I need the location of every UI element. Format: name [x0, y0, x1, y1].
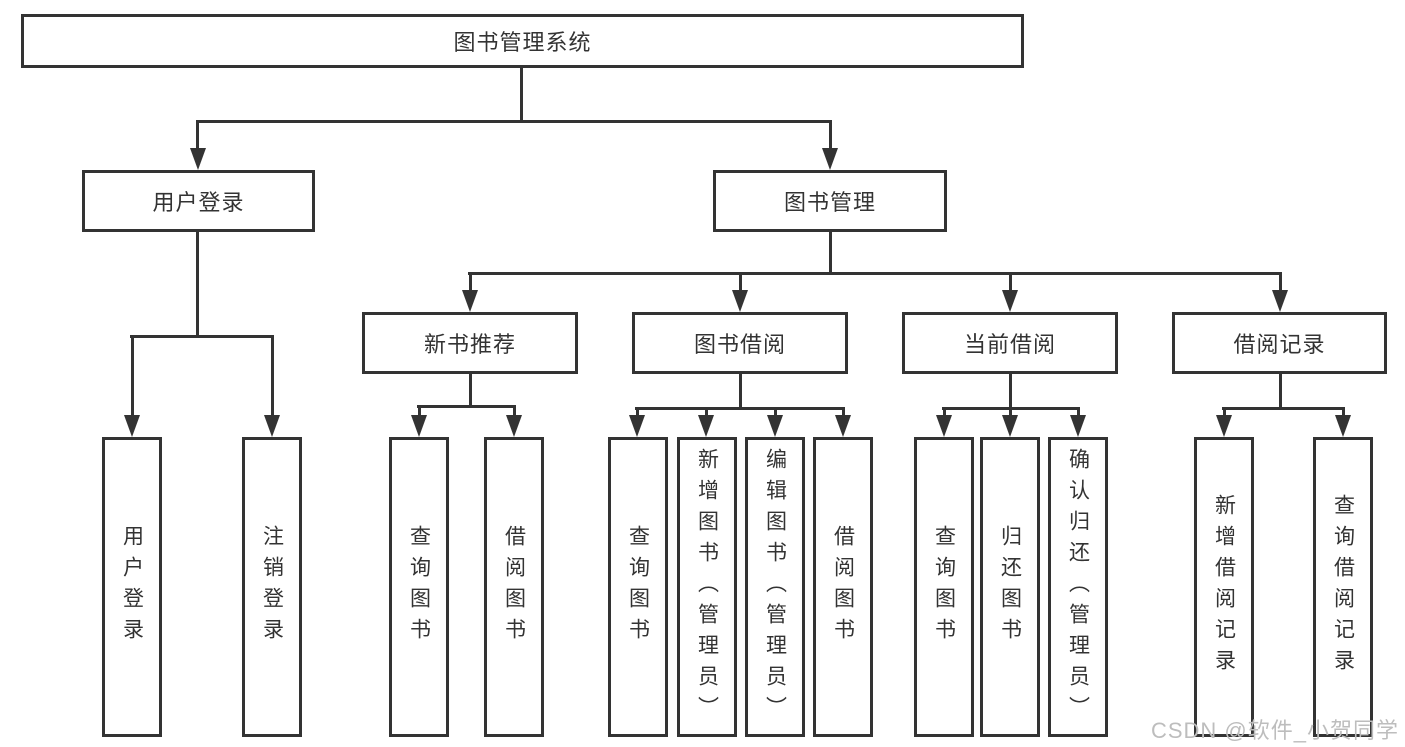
connector-vline: [1342, 407, 1345, 417]
connector-vline: [943, 407, 946, 417]
arrowhead-down-icon: [462, 290, 478, 312]
connector-vline: [1279, 374, 1282, 407]
arrowhead-down-icon: [767, 415, 783, 437]
leaf-recommend-borrow-book-label: 借阅图书: [502, 525, 526, 649]
leaf-current-query-book: 查询图书: [914, 437, 974, 737]
node-book-borrow-label: 图书借阅: [693, 332, 786, 357]
arrowhead-down-icon: [1335, 415, 1351, 437]
connector-vline: [1223, 407, 1226, 417]
arrowhead-down-icon: [411, 415, 427, 437]
connector-vline: [1009, 272, 1012, 292]
connector-vline: [513, 405, 516, 417]
connector-hline: [196, 120, 832, 123]
node-book-management: 图书管理: [713, 170, 947, 232]
leaf-add-book-admin: 新增图书（管理员）: [677, 437, 737, 737]
arrowhead-down-icon: [732, 290, 748, 312]
connector-vline: [469, 272, 472, 292]
leaf-query-borrow-record: 查询借阅记录: [1313, 437, 1373, 737]
node-new-book-recommend: 新书推荐: [362, 312, 578, 374]
connector-vline: [636, 407, 639, 417]
connector-vline: [842, 407, 845, 417]
arrowhead-down-icon: [698, 415, 714, 437]
connector-vline: [1009, 407, 1012, 417]
node-new-book-recommend-label: 新书推荐: [423, 332, 516, 357]
leaf-user-login: 用户登录: [102, 437, 162, 737]
leaf-return-book: 归还图书: [980, 437, 1040, 737]
leaf-edit-book-admin: 编辑图书（管理员）: [745, 437, 805, 737]
connector-vline: [774, 407, 777, 417]
leaf-user-login-label: 用户登录: [120, 525, 144, 649]
connector-vline: [829, 232, 832, 272]
leaf-borrow-book-label: 借阅图书: [831, 525, 855, 649]
node-user-login-label: 用户登录: [152, 190, 245, 215]
connector-hline: [468, 272, 1282, 275]
arrowhead-down-icon: [629, 415, 645, 437]
arrowhead-down-icon: [936, 415, 952, 437]
connector-vline: [418, 405, 421, 417]
connector-hline: [635, 407, 845, 410]
leaf-current-query-book-label: 查询图书: [932, 525, 956, 649]
arrowhead-down-icon: [506, 415, 522, 437]
connector-vline: [196, 120, 199, 152]
arrowhead-down-icon: [124, 415, 140, 437]
node-root: 图书管理系统: [21, 14, 1024, 68]
leaf-borrow-book: 借阅图书: [813, 437, 873, 737]
connector-vline: [739, 272, 742, 292]
arrowhead-down-icon: [835, 415, 851, 437]
leaf-logout-label: 注销登录: [260, 525, 284, 649]
arrowhead-down-icon: [1002, 415, 1018, 437]
connector-vline: [829, 120, 832, 152]
connector-vline: [196, 232, 199, 335]
connector-hline: [130, 335, 273, 338]
leaf-return-book-label: 归还图书: [998, 525, 1022, 649]
connector-hline: [417, 405, 516, 408]
connector-vline: [739, 374, 742, 407]
connector-vline: [705, 407, 708, 417]
connector-hline: [1222, 407, 1345, 410]
connector-vline: [131, 335, 134, 417]
leaf-confirm-return-admin: 确认归还（管理员）: [1048, 437, 1108, 737]
connector-vline: [271, 335, 274, 417]
leaf-logout: 注销登录: [242, 437, 302, 737]
leaf-confirm-return-admin-label: 确认归还（管理员）: [1066, 447, 1090, 727]
leaf-recommend-query-book-label: 查询图书: [407, 525, 431, 649]
arrowhead-down-icon: [264, 415, 280, 437]
leaf-borrow-query-book-label: 查询图书: [626, 525, 650, 649]
connector-vline: [520, 68, 523, 120]
node-current-borrow-label: 当前借阅: [963, 332, 1056, 357]
arrowhead-down-icon: [1070, 415, 1086, 437]
connector-vline: [1077, 407, 1080, 417]
node-current-borrow: 当前借阅: [902, 312, 1118, 374]
arrowhead-down-icon: [190, 148, 206, 170]
leaf-recommend-borrow-book: 借阅图书: [484, 437, 544, 737]
leaf-add-borrow-record-label: 新增借阅记录: [1212, 494, 1236, 680]
arrowhead-down-icon: [1272, 290, 1288, 312]
node-book-borrow: 图书借阅: [632, 312, 848, 374]
arrowhead-down-icon: [822, 148, 838, 170]
connector-vline: [469, 374, 472, 405]
node-borrow-record: 借阅记录: [1172, 312, 1387, 374]
arrowhead-down-icon: [1216, 415, 1232, 437]
leaf-add-book-admin-label: 新增图书（管理员）: [695, 447, 719, 727]
leaf-borrow-query-book: 查询图书: [608, 437, 668, 737]
csdn-watermark: CSDN @软件_小贺同学: [1150, 718, 1399, 743]
leaf-edit-book-admin-label: 编辑图书（管理员）: [763, 447, 787, 727]
leaf-add-borrow-record: 新增借阅记录: [1194, 437, 1254, 737]
connector-vline: [1279, 272, 1282, 292]
leaf-query-borrow-record-label: 查询借阅记录: [1331, 494, 1355, 680]
node-borrow-record-label: 借阅记录: [1233, 332, 1326, 357]
arrowhead-down-icon: [1002, 290, 1018, 312]
node-user-login: 用户登录: [82, 170, 315, 232]
node-root-label: 图书管理系统: [453, 30, 592, 55]
connector-vline: [1009, 374, 1012, 407]
node-book-management-label: 图书管理: [783, 190, 876, 215]
leaf-recommend-query-book: 查询图书: [389, 437, 449, 737]
